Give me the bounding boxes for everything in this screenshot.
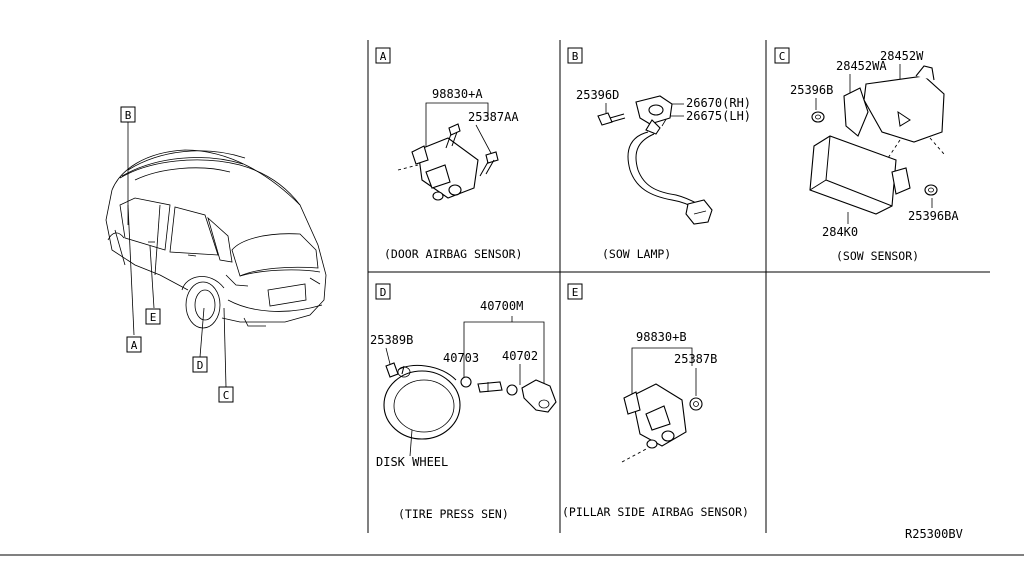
part-28452wa: 28452WA bbox=[836, 59, 887, 73]
panel-c-letter: C bbox=[779, 50, 786, 63]
disk-wheel-label: DISK WHEEL bbox=[376, 455, 448, 469]
part-98830-b: 98830+B bbox=[636, 330, 687, 344]
part-26675-lh: 26675(LH) bbox=[686, 109, 751, 123]
panel-c-sow-sensor: C 28452WA 28452W 25396B 284K0 25396BA bbox=[774, 47, 959, 263]
nut-icon bbox=[689, 397, 703, 411]
nut-icon bbox=[924, 184, 938, 196]
part-98830-a: 98830+A bbox=[432, 87, 483, 101]
part-40702: 40702 bbox=[502, 349, 538, 363]
panel-d-caption: (TIRE PRESS SEN) bbox=[398, 507, 509, 521]
callout-b: B bbox=[120, 106, 136, 123]
part-26670-rh: 26670(RH) bbox=[686, 96, 751, 110]
panel-e-caption: (PILLAR SIDE AIRBAG SENSOR) bbox=[562, 505, 749, 519]
pressure-sensor-icon bbox=[521, 379, 557, 413]
part-40703: 40703 bbox=[443, 351, 479, 365]
panel-a-letter-box bbox=[375, 47, 391, 64]
panel-d-tire-press-sensor: D 40700M 25389B 40703 40702 bbox=[370, 283, 557, 521]
vehicle-illustration bbox=[105, 149, 327, 329]
part-25396ba: 25396BA bbox=[908, 209, 959, 223]
panel-b-letter: B bbox=[572, 50, 579, 63]
panel-b-caption: (SOW LAMP) bbox=[602, 247, 671, 261]
bolt-icon bbox=[479, 151, 499, 177]
nut-icon bbox=[811, 111, 825, 123]
sensor-bracket-icon bbox=[843, 65, 945, 159]
callout-d: D bbox=[192, 356, 208, 373]
grommet-icon bbox=[506, 384, 518, 396]
part-25396b: 25396B bbox=[790, 83, 833, 97]
callout-a: A bbox=[126, 336, 142, 353]
panel-b-sow-lamp: B 25396D 26670(RH) 26675(LH) (SOW LAMP) bbox=[567, 47, 751, 261]
panel-c-caption: (SOW SENSOR) bbox=[836, 249, 919, 263]
valve-nut-icon bbox=[460, 376, 472, 388]
bolt-icon bbox=[445, 123, 461, 149]
svg-text:E: E bbox=[150, 311, 157, 324]
valve-cap-icon bbox=[385, 362, 399, 378]
valve-stem-icon bbox=[477, 381, 503, 393]
svg-text:B: B bbox=[125, 109, 132, 122]
screw-icon bbox=[597, 112, 626, 126]
part-25396d: 25396D bbox=[576, 88, 619, 102]
panel-e-letter: E bbox=[572, 286, 579, 299]
sow-sensor-module-icon bbox=[809, 135, 911, 215]
part-284k0: 284K0 bbox=[822, 225, 858, 239]
diagram-code: R25300BV bbox=[905, 527, 963, 541]
callout-e: E bbox=[145, 308, 161, 325]
svg-text:C: C bbox=[223, 389, 230, 402]
panel-a-letter: A bbox=[380, 50, 387, 63]
pillar-airbag-sensor-icon bbox=[621, 383, 687, 463]
part-25387aa: 25387AA bbox=[468, 110, 519, 124]
svg-text:D: D bbox=[197, 359, 204, 372]
door-airbag-sensor-icon bbox=[397, 137, 479, 201]
part-25389b: 25389B bbox=[370, 333, 413, 347]
panel-b-letter-box bbox=[567, 47, 583, 64]
disk-wheel-icon bbox=[383, 364, 461, 440]
svg-text:A: A bbox=[131, 339, 138, 352]
panel-d-letter-box bbox=[375, 283, 391, 300]
panel-a-door-airbag-sensor: A 98830+A 25387AA (DOOR AIRBAG SENSOR) bbox=[375, 47, 522, 261]
callout-c: C bbox=[218, 386, 234, 403]
panel-e-pillar-side-airbag-sensor: E 98830+B 25387B (PILLAR SIDE AIRBAG SEN… bbox=[562, 283, 749, 519]
panel-grid bbox=[0, 40, 1024, 556]
panel-c-letter-box bbox=[774, 47, 790, 64]
side-lamp-icon bbox=[635, 95, 673, 135]
panel-a-caption: (DOOR AIRBAG SENSOR) bbox=[384, 247, 522, 261]
part-40700m: 40700M bbox=[480, 299, 523, 313]
part-25387b: 25387B bbox=[674, 352, 717, 366]
part-28452w: 28452W bbox=[880, 49, 924, 63]
vehicle-callouts: B E A D C bbox=[120, 106, 234, 403]
panel-d-letter: D bbox=[380, 286, 387, 299]
panel-e-letter-box bbox=[567, 283, 583, 300]
harness-icon bbox=[627, 131, 713, 225]
